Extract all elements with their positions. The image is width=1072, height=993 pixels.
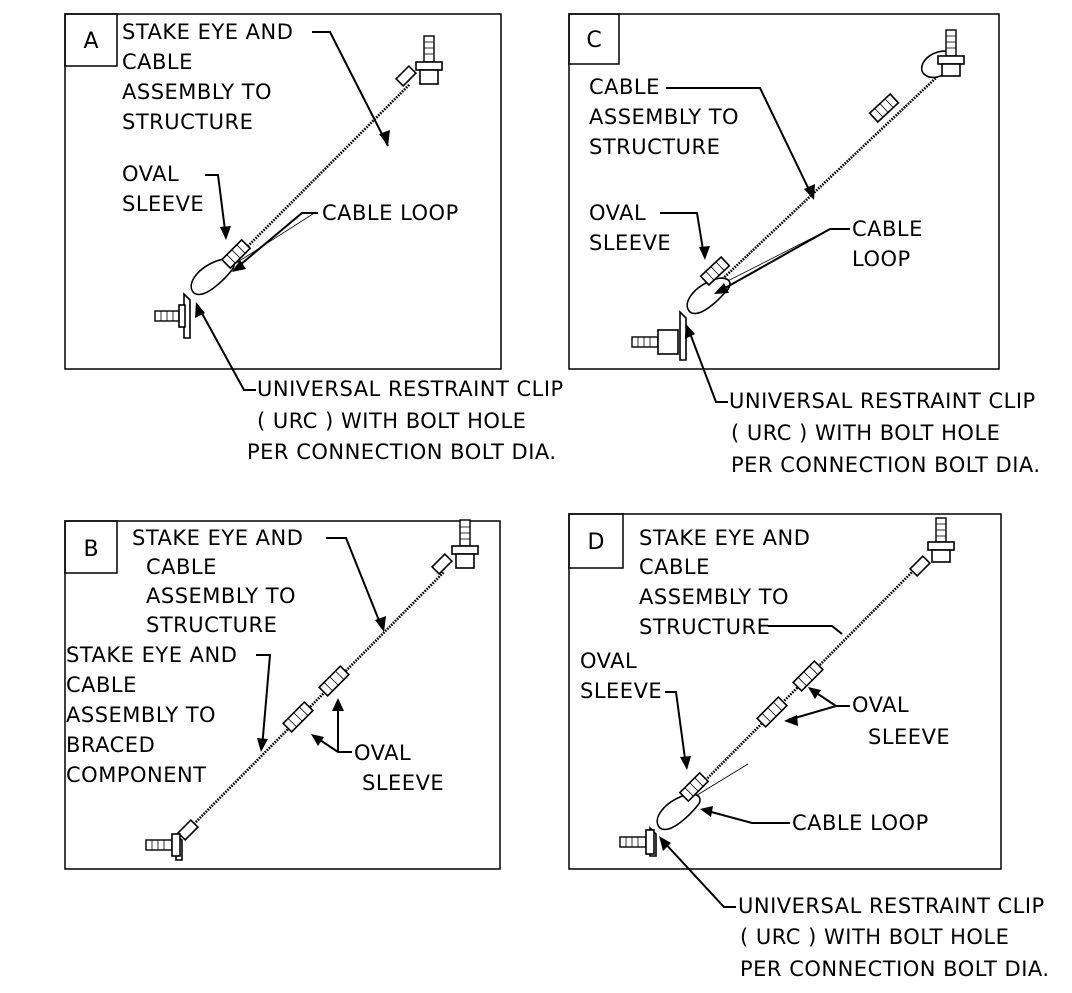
panel-b-braced-leader [256,654,272,749]
panel-a-bottom-clip-bolt [154,292,191,339]
panel-c-tag: C [586,28,601,53]
panel-a-urc-label: UNIVERSAL RESTRAINT CLIP ( URC ) WITH BO… [247,377,571,464]
panel-a-frame [64,13,502,370]
panel-b-cable [185,571,445,833]
panel-b-structure-arrowhead [375,616,386,632]
panel-b-braced-label: STAKE EYE AND CABLE ASSEMBLY TO BRACED C… [66,643,245,787]
panel-b-oval-sleeve-2 [318,665,350,697]
panel-d-cable [667,561,923,819]
panel-d-tag: D [588,530,605,555]
panel-d-structure-leader [768,625,843,635]
panel-b-bottom-clip-bolt [145,818,200,861]
panel-b-tag-box [64,520,118,574]
panel-d-top-bolt-assembly [908,517,955,578]
panel-b-structure-leader [326,537,383,629]
panel-b: B [64,519,501,870]
panel-c-oval-sleeve-label: OVAL SLEEVE [589,201,671,255]
panel-d-cable-loop-arrowhead [700,806,713,817]
panel-a-tag: A [83,29,98,54]
panel-d-cable-loop-thimble [656,793,701,831]
panel-c-urc-arrowhead [685,324,695,339]
panel-a-oval-sleeve-arrowhead [220,226,231,240]
panel-b-braced-arrowhead [257,738,268,752]
panel-c-cable-loop-label: CABLE LOOP [852,217,930,271]
panel-c-top-bolt-assembly [937,29,965,77]
panel-c-frame [568,13,1000,370]
panel-d-oval-sleeve-right-leader-1 [787,705,850,721]
panel-c-top-oval-sleeve [868,92,900,124]
panel-a-cable-loop-arrowhead [232,260,246,272]
panel-b-structure-label: STAKE EYE AND CABLE ASSEMBLY TO STRUCTUR… [132,526,311,637]
panel-c-cable [697,73,941,303]
panel-c-cable-loop-leader [717,228,850,293]
panel-d-oval-sleeve-right-arrowhead-1 [784,715,798,726]
panel-d-structure-label: STAKE EYE AND CABLE ASSEMBLY TO STRUCTUR… [639,526,818,639]
panel-a-top-bolt-assembly [394,35,443,88]
panel-c-bottom-clip-bolt [631,310,687,361]
panel-d-urc-leader [661,839,736,908]
panel-c-tag-box [568,13,620,65]
panel-b-top-bolt-assembly [430,519,479,576]
panel-a-structure-leader [312,31,389,147]
panel-a-structure-arrowhead [379,130,390,146]
panel-b-oval-sleeve-arrowhead-2 [332,698,344,711]
panel-a-urc-leader [197,305,256,391]
panel-b-oval-sleeve-label: OVAL SLEEVE [354,741,444,795]
panel-d-oval-sleeve-left-arrowhead [680,756,691,770]
panel-d-tag-box [568,513,624,569]
panel-c-oval-sleeve-arrowhead [699,246,710,260]
panel-b-oval-sleeve-1 [282,701,314,733]
panel-c-cable-loop-thimble [686,277,731,315]
panel-a-cable-loop-leader [233,212,318,271]
panel-a-tag-box [64,13,118,67]
panel-d-cable-loop-leader [703,809,790,824]
panel-a-urc-arrowhead [195,302,205,318]
panel-c-oval-sleeve-leader [660,212,705,257]
panel-a-oval-sleeve-label: OVAL SLEEVE [122,162,204,216]
panel-a-cable-tail [221,211,317,273]
panel-d-urc-arrowhead [659,836,671,851]
panel-d-oval-sleeve-mid-1 [756,696,788,728]
panel-c-oval-sleeve [699,255,731,287]
panel-c-cable-loop-arrowhead [714,283,729,294]
panel-c-urc-leader [687,327,728,403]
panel-c-structure-leader [666,87,813,197]
panel-d-urc-label: UNIVERSAL RESTRAINT CLIP ( URC ) WITH BO… [738,894,1052,981]
panel-d-oval-sleeve-left-label: OVAL SLEEVE [580,649,662,703]
panel-b-tag: B [83,537,98,562]
panel-c: C [568,13,1043,477]
panel-d: D [568,513,1052,981]
panel-d-oval-sleeve-mid-2 [792,660,824,692]
panel-b-oval-sleeve-arrowhead-1 [311,734,324,746]
panel-a: A [64,13,571,464]
panel-d-bottom-clip-bolt [619,826,657,857]
panel-d-oval-sleeve-left-leader [665,691,687,767]
panel-c-structure-label: CABLE ASSEMBLY TO STRUCTURE [589,75,746,159]
panel-c-urc-label: UNIVERSAL RESTRAINT CLIP ( URC ) WITH BO… [729,389,1043,477]
panel-d-frame [568,513,1002,870]
panel-d-oval-sleeve-right-label: OVAL SLEEVE [852,693,950,749]
panel-a-cable [211,83,411,283]
panel-d-oval-sleeve-right-arrowhead-2 [808,687,821,699]
panel-a-oval-sleeve-leader [205,174,227,239]
panel-b-frame [64,520,501,870]
panel-a-structure-label: STAKE EYE AND CABLE ASSEMBLY TO STRUCTUR… [122,20,301,134]
panel-a-oval-sleeve [220,238,252,270]
panel-c-structure-arrowhead [804,184,815,200]
panel-a-cable-loop-label: CABLE LOOP [322,201,459,225]
panel-d-oval-sleeve-bottom [678,771,710,803]
panel-d-cable-loop-label: CABLE LOOP [792,811,929,835]
